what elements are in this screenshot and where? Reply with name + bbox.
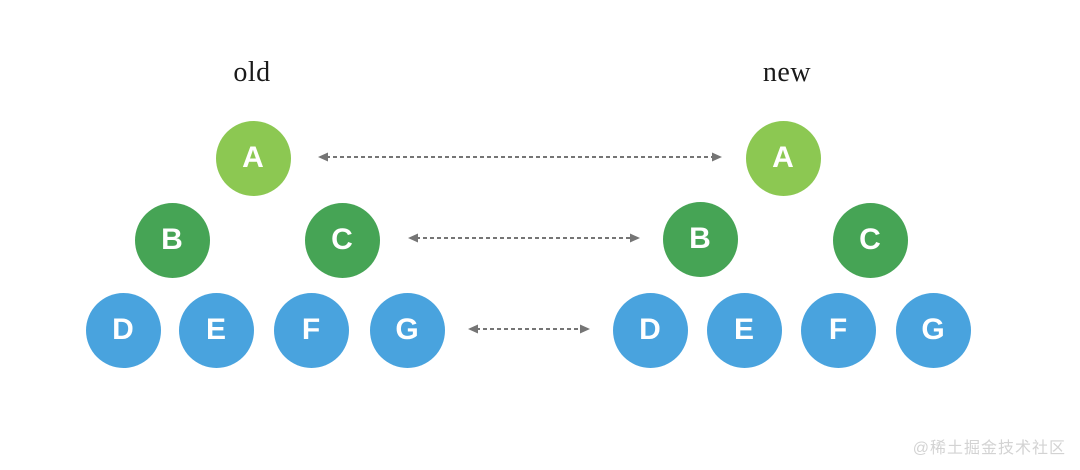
tree-node-new-C: C bbox=[832, 202, 908, 278]
tree-node-new-B: B bbox=[662, 201, 738, 277]
tree-node-old-C: C bbox=[304, 202, 380, 278]
old-tree-label: old bbox=[233, 57, 271, 88]
tree-node-old-E: E bbox=[178, 292, 254, 368]
tree-node-old-G: G bbox=[369, 292, 445, 368]
tree-node-old-A: A bbox=[215, 120, 291, 196]
tree-node-new-A: A bbox=[745, 120, 821, 196]
tree-node-old-F: F bbox=[273, 292, 349, 368]
new-tree-label: new bbox=[762, 57, 812, 88]
tree-node-old-D: D bbox=[85, 292, 161, 368]
compare-level-2-arrow bbox=[408, 233, 640, 243]
tree-node-new-F: F bbox=[800, 292, 876, 368]
tree-node-old-B: B bbox=[134, 202, 210, 278]
watermark-text: @稀土掘金技术社区 bbox=[912, 440, 1066, 457]
compare-level-1-arrow bbox=[318, 152, 722, 162]
tree-node-new-G: G bbox=[895, 292, 971, 368]
tree-node-new-D: D bbox=[612, 292, 688, 368]
compare-level-3-arrow bbox=[468, 324, 590, 334]
tree-node-new-E: E bbox=[706, 292, 782, 368]
